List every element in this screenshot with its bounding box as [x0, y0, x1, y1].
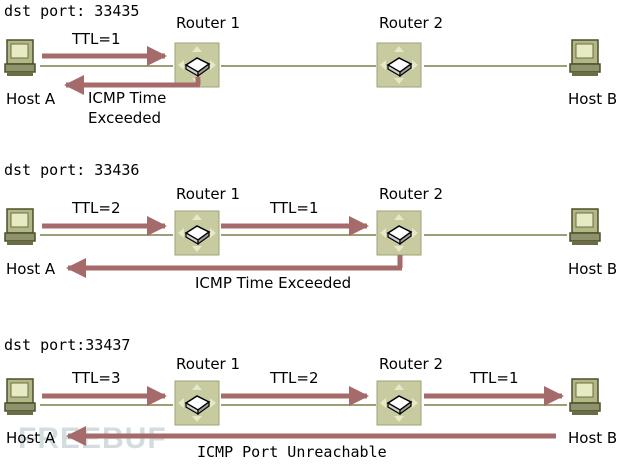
- host-b-icon: [569, 378, 601, 416]
- reply-label: ICMP Port Unreachable: [197, 443, 387, 461]
- reply-label: ICMP Time Exceeded: [195, 274, 352, 292]
- router-2-label: Router 2: [379, 185, 444, 203]
- host-b-icon: [569, 39, 601, 77]
- router-2-label: Router 2: [379, 355, 444, 373]
- host-a-icon: [4, 39, 36, 77]
- ttl-label: TTL=2: [270, 369, 319, 387]
- dst-port-label: dst port: 33436: [4, 161, 140, 179]
- host-a-label: Host A: [6, 260, 56, 278]
- host-a-icon: [4, 378, 36, 416]
- host-b-icon: [569, 208, 601, 246]
- reply-arrow-time-exceeded: [64, 75, 201, 95]
- ttl-label: TTL=1: [270, 199, 319, 217]
- host-a-icon: [4, 208, 36, 246]
- dst-port-label: dst port:33437: [4, 336, 131, 354]
- host-a-label: Host A: [6, 90, 56, 108]
- reply-label-line1: ICMP Time: [88, 89, 167, 107]
- ttl-label: TTL=2: [72, 199, 121, 217]
- ttl-label: TTL=1: [470, 369, 519, 387]
- host-b-label: Host B: [568, 90, 618, 108]
- reply-arrow-time-exceeded: [66, 255, 403, 278]
- router-1-icon: [174, 210, 220, 256]
- router-2-icon: [376, 210, 422, 256]
- router-2-label: Router 2: [379, 14, 444, 32]
- router-1-label: Router 1: [176, 185, 241, 203]
- ttl-label: TTL=1: [72, 30, 121, 48]
- router-2-icon: [376, 380, 422, 426]
- ttl-label: TTL=3: [72, 369, 121, 387]
- router-2-icon: [376, 42, 422, 88]
- host-b-label: Host B: [568, 260, 618, 278]
- router-1-label: Router 1: [176, 14, 241, 32]
- reply-label-line2: Exceeded: [88, 109, 162, 127]
- host-a-label: Host A: [6, 429, 56, 447]
- router-1-icon: [174, 380, 220, 426]
- dst-port-label: dst port: 33435: [4, 2, 140, 20]
- router-1-label: Router 1: [176, 355, 241, 373]
- host-b-label: Host B: [568, 429, 618, 447]
